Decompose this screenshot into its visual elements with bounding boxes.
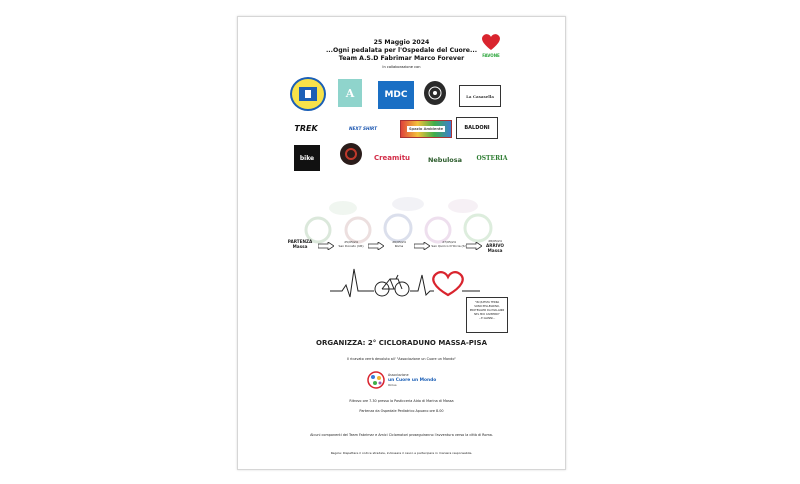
sponsor-logo-5: La Casasella xyxy=(459,85,501,107)
quote-line-1: "IN QUESTA TERRA xyxy=(474,301,500,304)
route-stage-5-city: Massa xyxy=(487,248,503,253)
route-stage-1: PARTENZA Massa xyxy=(282,239,318,249)
arrow-right-icon xyxy=(466,242,482,250)
flyer-page: 25 Maggio 2024 ...Ogni pedalata per l'Os… xyxy=(237,16,566,470)
assoc-name-line-1: Associazione xyxy=(388,373,409,377)
arrow-right-icon xyxy=(414,242,430,250)
sponsor-logo-1 xyxy=(290,77,326,111)
sponsor-creamitu: Creamitu xyxy=(373,154,411,162)
assoc-name-line-2: un Cuore un Mondo xyxy=(388,377,436,383)
sponsor-baldoni: BALDONI xyxy=(456,117,498,139)
ring-icon xyxy=(345,148,357,160)
quote-line-4: NEL MIO CAMMINO" xyxy=(474,313,500,316)
quote-box: "IN QUESTA TERRA SONO PELLEGRINO, PROTEG… xyxy=(466,297,508,333)
team-name: Team A.S.D Fabrimar Marco Forever xyxy=(338,55,465,62)
ritrovo-text: Ritrovo ore 7.30 presso la Pasticceria A… xyxy=(349,399,454,403)
route-stage-5-label: ARRIVO xyxy=(486,243,504,248)
route-stage-2: 25/05/24 San Donato (UR) xyxy=(334,240,368,248)
sponsor-emblem-icon xyxy=(299,87,317,101)
regole-text: Regole: Rispettare il codice stradale, i… xyxy=(330,451,473,455)
assoc-name-line-3: Onlus xyxy=(388,383,397,387)
event-slogan: ...Ogni pedalata per l'Ospedale del Cuor… xyxy=(325,47,478,54)
sponsor-logo-2: A xyxy=(338,79,362,107)
route-stage-1-city: Massa xyxy=(292,244,308,249)
route-stage-4-date: 27/05/24 xyxy=(442,240,456,244)
heart-logo: FAVONE xyxy=(482,34,500,58)
sponsor-logo-6: NEXT SHIRT xyxy=(349,125,377,131)
route-stage-3-date: 26/05/24 xyxy=(392,240,406,244)
sponsor-logo-4 xyxy=(424,81,446,105)
sponsor-logo-7-text: Spazio Ambiente xyxy=(406,126,446,132)
partenza-text: Partenza da Ospedale Pediatrico Apuano o… xyxy=(359,409,444,413)
route-stage-2-city: San Donato (UR) xyxy=(338,244,364,248)
route-stage-5-date: 28/05/24 xyxy=(488,239,502,243)
sponsor-trek: TREK xyxy=(294,123,318,133)
collaboration-label: In collaborazione con xyxy=(382,65,421,69)
arrow-right-icon xyxy=(318,242,334,250)
sponsor-bike: bike xyxy=(294,145,320,171)
arrow-right-icon xyxy=(368,242,384,250)
heartbeat-bike-icon xyxy=(330,268,480,298)
sponsor-logo-7: Spazio Ambiente xyxy=(400,120,452,138)
quote-line-6: ...E GIANNI... xyxy=(478,317,496,320)
sponsor-osteria: OSTERIA xyxy=(476,154,508,162)
ricavato-text: Il ricavato verrà devoluto all' "Associa… xyxy=(347,357,456,361)
heart-logo-text: FAVONE xyxy=(482,53,500,58)
route-stage-5: 28/05/24 ARRIVO Massa xyxy=(478,239,512,253)
association-logo: Associazione un Cuore un Mondo Onlus xyxy=(367,371,436,389)
organizza-heading: ORGANIZZA: 2° CICLORADUNO MASSA-PISA xyxy=(316,339,487,347)
sponsor-nebulosa: Nebulosa xyxy=(427,156,463,164)
route-stage-2-date: 25/05/24 xyxy=(344,240,358,244)
sponsor-logo-3: MDC xyxy=(378,81,414,109)
cyclists-graphic xyxy=(304,197,493,244)
route-stage-4: 27/05/24 San Quirico D'Orcia (SI) xyxy=(430,240,468,248)
globe-icon xyxy=(367,371,385,389)
quote-line-2: SONO PELLEGRINO, xyxy=(474,305,500,308)
sponsor-logo-8 xyxy=(340,143,362,165)
quote-line-3: PROTEGGIMI DAI MALANNI xyxy=(469,309,505,312)
accompagnatori-text: Alcuni componenti del Team Fabrimar e Am… xyxy=(310,433,493,437)
route-stage-1-label: PARTENZA xyxy=(287,239,313,244)
route-stage-4-city: San Quirico D'Orcia (SI) xyxy=(431,244,467,248)
event-date: 25 Maggio 2024 xyxy=(373,39,430,46)
route-stage-3-city: Roma xyxy=(394,244,404,248)
route-stage-3: 26/05/24 Roma xyxy=(384,240,414,248)
wheel-icon xyxy=(428,86,442,100)
